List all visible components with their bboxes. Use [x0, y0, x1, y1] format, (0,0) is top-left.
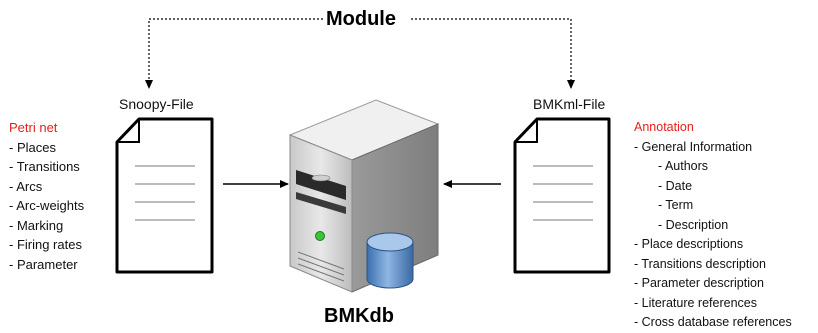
petri-net-title: Petri net [9, 120, 58, 135]
annotation-list: Annotation - General Information - Autho… [634, 118, 792, 333]
petri-net-list: Petri net - Places - Transitions - Arcs … [9, 118, 84, 274]
list-item: - Description [658, 217, 729, 232]
module-connector [145, 18, 575, 89]
list-item: - Term [658, 198, 694, 212]
list-item: - Parameter description [634, 276, 764, 290]
snoopy-document-icon [115, 117, 214, 274]
list-item: - Place descriptions [634, 237, 744, 251]
snoopy-file-label: Snoopy-File [119, 96, 194, 112]
list-item: - Parameter [9, 256, 78, 272]
list-item: - Date [658, 178, 693, 193]
list-item: - Arc-weights [9, 198, 85, 213]
list-item: - Transitions description [634, 256, 767, 271]
database-cylinder-icon [366, 232, 414, 289]
database-name: BMKdb [324, 305, 394, 327]
list-item: - Cross database references [634, 315, 792, 329]
list-item: - Places [9, 139, 56, 155]
bmkml-file-label: BMKml-File [533, 96, 606, 112]
module-title: Module [326, 8, 396, 30]
list-item: - Firing rates [9, 237, 82, 252]
server-tower-icon [288, 99, 440, 293]
list-item: - Marking [9, 217, 64, 233]
list-item: - General Information [634, 139, 753, 154]
annotation-title: Annotation [634, 120, 694, 134]
list-item: - Transitions [9, 159, 80, 174]
list-item: - Authors [658, 159, 709, 173]
list-item: - Arcs [9, 178, 43, 194]
bmkml-document-icon [513, 117, 611, 274]
list-item: - Literature references [634, 295, 757, 310]
